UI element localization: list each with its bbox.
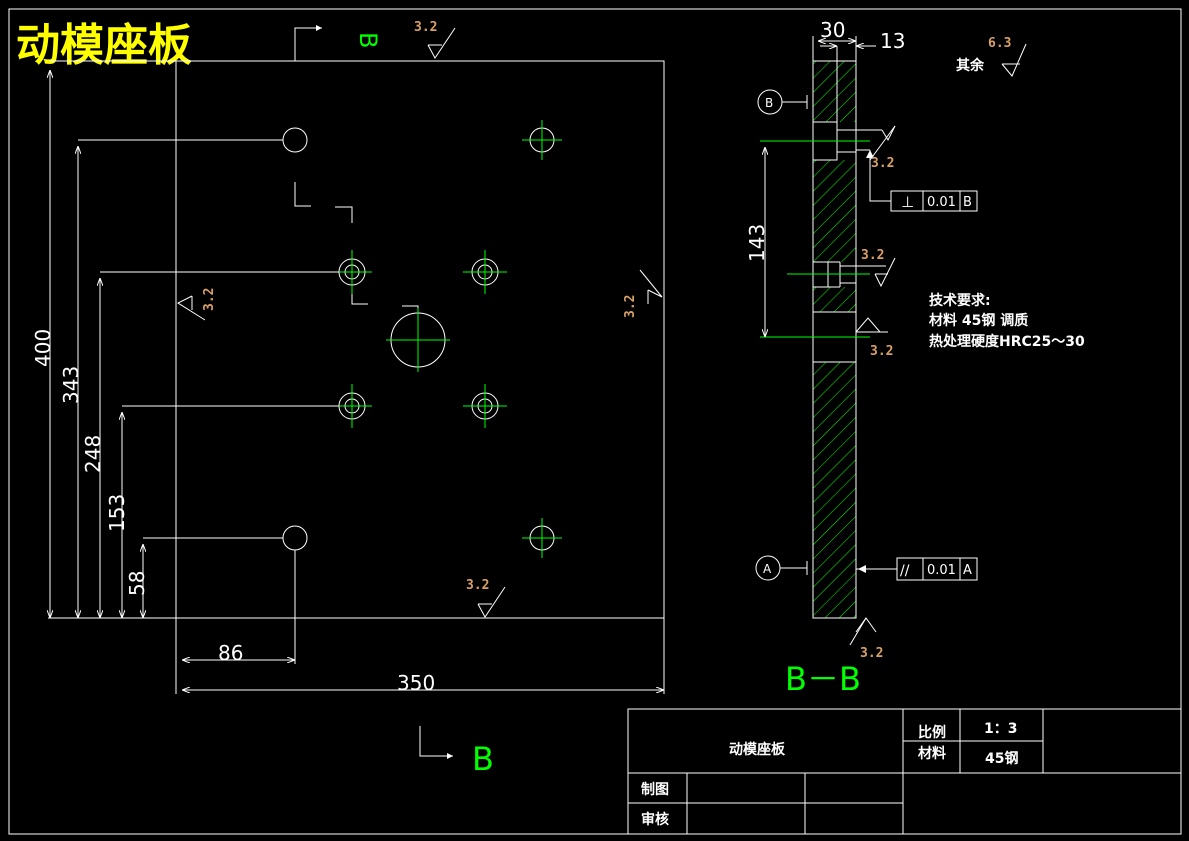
section-marker-bottom: B — [419, 726, 494, 778]
roughness-sec1: 3.2 — [856, 125, 896, 171]
title-block-scale-value: 1：3 — [984, 721, 1017, 737]
dim-248-text: 248 — [81, 435, 105, 473]
dim-343: 343 — [59, 139, 283, 618]
svg-text:0.01: 0.01 — [927, 195, 956, 210]
dim-86-text: 86 — [218, 641, 243, 665]
drawing-frame — [8, 8, 1182, 835]
section-label-top: B — [354, 32, 382, 48]
dim-350-text: 350 — [397, 671, 435, 695]
dim-248: 248 — [81, 271, 339, 618]
hole-bottom-right — [522, 518, 562, 558]
tech-line-2: 热处理硬度HRC25～30 — [929, 333, 1085, 350]
plate-outline — [175, 60, 665, 619]
dim-13-text: 13 — [880, 29, 905, 53]
dim-58-text: 58 — [125, 571, 149, 596]
dim-143: 143 — [745, 147, 769, 337]
roughness-rest-label: 其余 — [956, 57, 985, 74]
section-label-bottom: B — [472, 740, 494, 778]
svg-text:A: A — [963, 563, 972, 578]
dim-offset-13: 13 — [820, 29, 905, 122]
svg-text://: // — [900, 563, 910, 579]
dim-400-text: 400 — [31, 329, 55, 367]
dim-343-text: 343 — [59, 366, 83, 404]
roughness-rest: 6.3 其余 — [956, 36, 1027, 77]
dim-width-350: 350 — [182, 618, 665, 695]
tolerance-parallelism: // 0.01 A — [856, 557, 978, 581]
tech-requirements: 技术要求: 材料 45钢 调质 热处理硬度HRC25～30 — [929, 292, 1085, 350]
title-block-checked-label: 审核 — [641, 811, 669, 828]
datum-b: B — [757, 89, 808, 115]
hole-bottom-left — [282, 525, 308, 551]
dim-30-text: 30 — [820, 18, 845, 42]
svg-text:3.2: 3.2 — [202, 288, 217, 311]
section-marker-top: B — [294, 25, 382, 61]
svg-text:3.2: 3.2 — [860, 646, 883, 661]
counterbore-hole-2 — [463, 250, 507, 294]
title-block-material-value: 45钢 — [985, 750, 1018, 767]
hole-top-left — [282, 127, 308, 153]
svg-text:3.2: 3.2 — [466, 578, 489, 593]
title-block-drawn-label: 制图 — [641, 781, 669, 798]
dim-153-text: 153 — [105, 494, 129, 532]
roughness-sec3: 3.2 — [855, 317, 893, 359]
roughness-left: 3.2 — [176, 288, 217, 321]
title-block-part-name: 动模座板 — [729, 741, 786, 758]
roughness-top: 3.2 — [414, 20, 456, 59]
tech-heading: 技术要求: — [929, 292, 991, 309]
svg-text:B: B — [963, 195, 972, 210]
roughness-bottom: 3.2 — [466, 578, 506, 618]
roughness-sec2: 3.2 — [856, 248, 896, 288]
svg-text:B: B — [765, 96, 773, 110]
tech-line-1: 材料 45钢 调质 — [929, 312, 1028, 329]
section-line-marks — [294, 182, 419, 322]
counterbore-hole-4 — [463, 384, 507, 428]
roughness-sec4: 3.2 — [849, 617, 883, 661]
dim-height-400: 400 — [31, 60, 176, 618]
svg-text:3.2: 3.2 — [861, 248, 884, 263]
title-block-material-label: 材料 — [918, 745, 946, 762]
center-hole — [386, 308, 450, 372]
section-view-label: B－B — [785, 660, 861, 698]
dim-153: 153 — [105, 405, 339, 618]
svg-text:3.2: 3.2 — [414, 20, 437, 35]
dim-143-text: 143 — [745, 224, 769, 262]
tolerance-perpendicularity: ⊥ 0.01 B — [856, 149, 978, 212]
title-block-scale-label: 比例 — [918, 724, 946, 741]
section-view — [760, 60, 870, 619]
svg-text:0.01: 0.01 — [927, 563, 956, 578]
svg-text:A: A — [763, 562, 772, 576]
section-outline — [812, 60, 857, 619]
dim-thickness-30: 30 — [812, 18, 857, 61]
svg-text:3.2: 3.2 — [870, 344, 893, 359]
datum-a: A — [755, 555, 808, 581]
drawing-title: 动模座板 — [16, 20, 192, 71]
dim-58: 58 — [125, 537, 283, 618]
svg-text:3.2: 3.2 — [871, 156, 894, 171]
svg-text:3.2: 3.2 — [623, 295, 638, 318]
roughness-right: 3.2 — [623, 269, 663, 318]
svg-text:⊥: ⊥ — [901, 193, 914, 211]
hole-top-right — [522, 120, 562, 160]
dim-86: 86 — [175, 550, 296, 694]
svg-text:6.3: 6.3 — [988, 36, 1011, 51]
title-block: 动模座板 比例 1：3 材料 45钢 制图 审核 — [627, 708, 1182, 835]
